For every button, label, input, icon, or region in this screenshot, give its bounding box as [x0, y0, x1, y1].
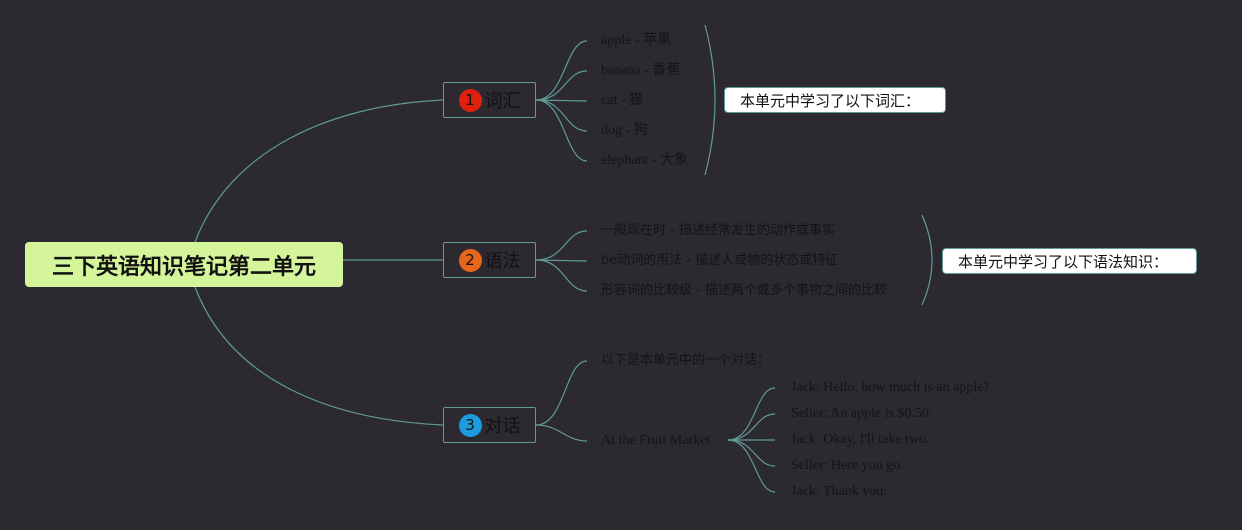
list-item[interactable]: At the Fruit Market	[601, 433, 711, 448]
dialogue-line[interactable]: Jack: Thank you.	[791, 484, 887, 499]
bracket-topic2	[921, 214, 933, 306]
topic-grammar[interactable]: 2 语法	[443, 242, 536, 278]
list-item[interactable]: be动词的用法 - 描述人或物的状态或特征	[601, 253, 839, 268]
summary-vocabulary[interactable]: 本单元中学习了以下词汇：	[724, 87, 946, 113]
dialogue-line[interactable]: Jack: Hello, how much is an apple?	[791, 380, 990, 395]
list-item[interactable]: cat - 猫	[601, 93, 643, 108]
priority-2-icon: 2	[458, 248, 482, 272]
list-item[interactable]: dog - 狗	[601, 123, 648, 138]
topic-dialogue[interactable]: 3 对话	[443, 407, 536, 443]
priority-1-icon: 1	[458, 88, 482, 112]
list-item[interactable]: elephant - 大象	[601, 153, 689, 168]
list-item[interactable]: 一般现在时 - 描述经常发生的动作或事实	[601, 223, 835, 238]
topic-label: 词汇	[484, 91, 521, 112]
list-item[interactable]: 以下是本单元中的一个对话：	[601, 353, 771, 368]
dialogue-line[interactable]: Seller: Here you go.	[791, 458, 904, 473]
bracket-topic1	[704, 24, 716, 176]
dialogue-line[interactable]: Seller: An apple is $0.50.	[791, 406, 933, 421]
root-node[interactable]: 三下英语知识笔记第二单元	[25, 242, 343, 287]
connector-root-topic3	[194, 286, 444, 426]
list-item[interactable]: apple - 苹果	[601, 33, 671, 48]
topic-label: 语法	[484, 251, 521, 272]
root-label: 三下英语知识笔记第二单元	[51, 254, 316, 280]
list-item[interactable]: 形容词的比较级 - 描述两个或多个事物之间的比较	[601, 283, 887, 298]
summary-grammar[interactable]: 本单元中学习了以下语法知识：	[942, 248, 1197, 274]
connectors-topic1	[535, 40, 588, 162]
list-item[interactable]: banana - 香蕉	[601, 63, 681, 78]
connectors-dialogue	[727, 387, 776, 493]
topic-label: 对话	[484, 416, 521, 437]
topic-vocabulary[interactable]: 1 词汇	[443, 82, 536, 118]
priority-3-icon: 3	[458, 413, 482, 437]
connector-root-topic1	[194, 99, 444, 243]
connectors-topic3	[535, 360, 588, 442]
connectors-topic2	[535, 230, 588, 292]
dialogue-line[interactable]: Jack: Okay, I'll take two.	[791, 432, 930, 447]
